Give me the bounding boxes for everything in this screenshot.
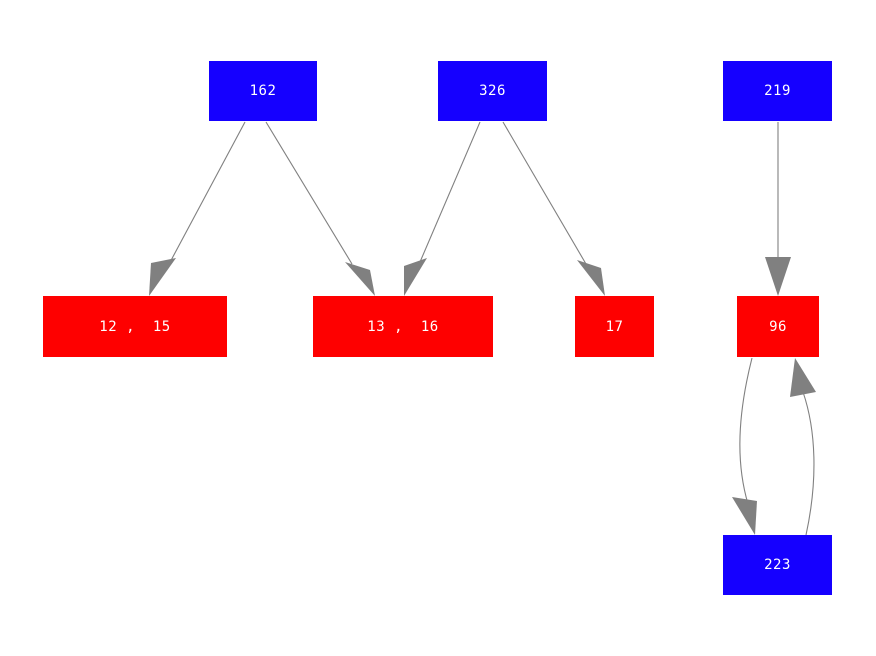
node-label: 219: [764, 83, 791, 99]
node-162[interactable]: 162: [209, 61, 317, 121]
edge-223-to-96: [790, 358, 816, 536]
node-326[interactable]: 326: [438, 61, 547, 121]
node-96[interactable]: 96: [737, 296, 819, 357]
edge-326-to-17: [502, 121, 605, 296]
node-223[interactable]: 223: [723, 535, 832, 595]
edge-219-to-96: [765, 122, 791, 296]
node-label: 96: [769, 318, 787, 335]
node-label: 12 , 15: [99, 318, 171, 335]
node-label: 17: [605, 318, 624, 335]
edge-96-to-223: [732, 357, 757, 535]
node-12-15[interactable]: 12 , 15: [43, 296, 227, 357]
node-219[interactable]: 219: [723, 61, 832, 121]
edge-326-to-13-16: [404, 121, 481, 296]
node-17[interactable]: 17: [575, 296, 654, 357]
node-label: 223: [764, 557, 791, 573]
node-label: 326: [479, 83, 506, 99]
edge-162-to-13-16: [265, 121, 375, 296]
node-13-16[interactable]: 13 , 16: [313, 296, 493, 357]
edge-162-to-12-15: [149, 121, 246, 296]
node-label: 162: [249, 83, 277, 99]
node-label: 13 , 16: [367, 318, 439, 335]
